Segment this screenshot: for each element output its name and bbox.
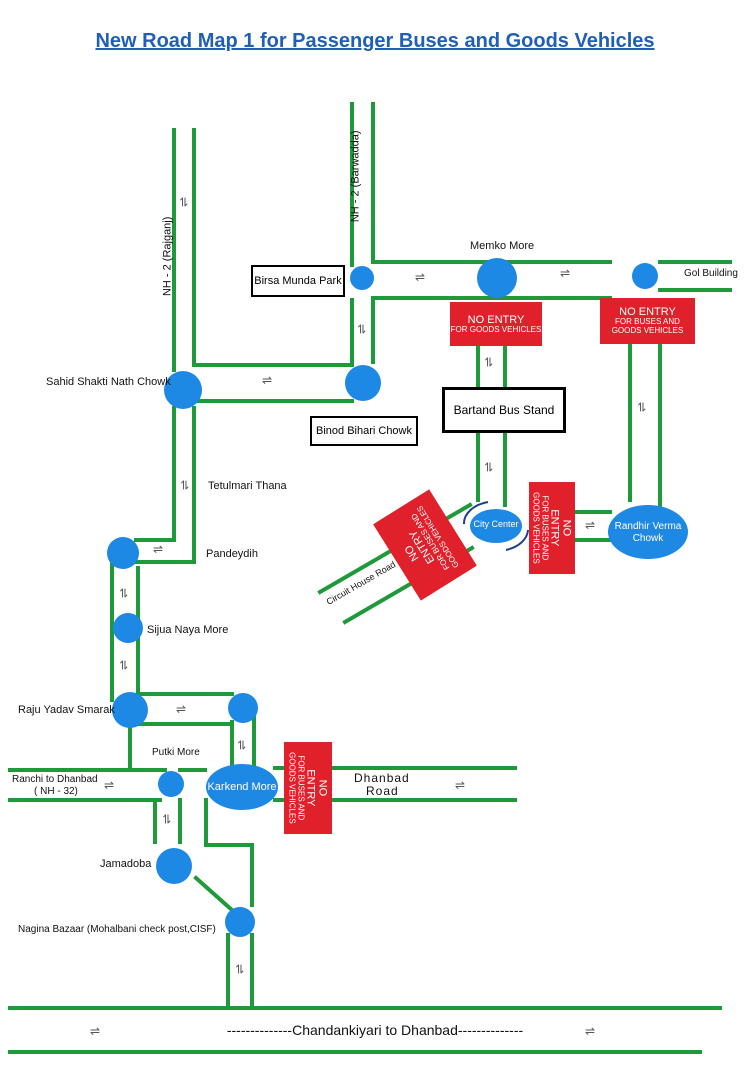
sign-karkend-no-entry: NO ENTRY FOR BUSES AND GOODS VEHICLES xyxy=(284,742,332,834)
label-chandankiyari-dhanbad: --------------Chandankiyari to Dhanbad--… xyxy=(226,1022,524,1038)
label-ranchi: Ranchi to Dhanbad xyxy=(12,774,98,785)
node-right xyxy=(228,693,258,723)
two-way-arrow-icon: ⇌ xyxy=(117,659,132,671)
two-way-arrow-icon: ⇌ xyxy=(235,739,250,751)
two-way-arrow-icon: ⇌ xyxy=(482,356,497,368)
label-dhanbad-2: Road xyxy=(366,784,399,798)
box-birsa-munda-park: Birsa Munda Park xyxy=(251,265,345,297)
two-way-arrow-icon: ⇌ xyxy=(355,323,370,335)
two-way-arrow-icon: ⇌ xyxy=(117,587,132,599)
two-way-arrow-icon: ⇌ xyxy=(585,518,596,532)
map-title: New Road Map 1 for Passenger Buses and G… xyxy=(95,30,655,52)
sign-city-center-no-entry: NO ENTRY FOR BUSES AND GOODS VEHICLES xyxy=(529,482,575,574)
node-city-center xyxy=(470,509,522,543)
nh2-rajganj-label: NH - 2 (Rajganj) xyxy=(161,216,174,297)
label-city-center: City Center xyxy=(473,519,519,529)
sign-memko-no-entry: NO ENTRY FOR GOODS VEHICLES xyxy=(450,302,542,346)
two-way-arrow-icon: ⇌ xyxy=(90,1024,101,1038)
node-birsa xyxy=(350,266,374,290)
two-way-arrow-icon: ⇌ xyxy=(176,702,187,716)
box-binod-bihari-chowk: Binod Bihari Chowk xyxy=(310,416,418,446)
label-pandeydih: Pandeydih xyxy=(206,548,258,560)
label-sahid: Sahid Shakti Nath Chowk xyxy=(46,376,171,388)
two-way-arrow-icon: ⇌ xyxy=(415,270,426,284)
node-memko xyxy=(477,258,517,298)
label-randhir-2: Chowk xyxy=(632,533,664,544)
two-way-arrow-icon: ⇌ xyxy=(482,461,497,473)
label-gol: Gol Building xyxy=(684,268,738,279)
node-sijua xyxy=(113,613,143,643)
box-bartand-bus-stand: Bartand Bus Stand xyxy=(442,387,566,433)
two-way-arrow-icon: ⇌ xyxy=(178,479,193,491)
node-pandeydih xyxy=(107,537,139,569)
two-way-arrow-icon: ⇌ xyxy=(585,1024,596,1038)
label-karkend: Karkend More xyxy=(207,781,277,793)
node-binod xyxy=(345,365,381,401)
label-dhanbad-1: Dhanbad xyxy=(354,771,410,785)
two-way-arrow-icon: ⇌ xyxy=(160,813,175,825)
two-way-arrow-icon: ⇌ xyxy=(153,542,164,556)
node-gol xyxy=(632,263,658,289)
sign-gol-no-entry: NO ENTRY FOR BUSES AND GOODS VEHICLES xyxy=(600,298,695,344)
two-way-arrow-icon: ⇌ xyxy=(262,373,273,387)
node-nagina xyxy=(225,907,255,937)
node-randhir xyxy=(608,505,688,559)
label-jamadoba: Jamadoba xyxy=(100,858,152,870)
node-sahid xyxy=(164,371,202,409)
two-way-arrow-icon: ⇌ xyxy=(635,401,650,413)
two-way-arrow-icon: ⇌ xyxy=(560,266,571,280)
node-raju xyxy=(112,692,148,728)
node-karkend xyxy=(206,764,278,810)
label-putki: Putki More xyxy=(152,747,200,758)
node-putki xyxy=(158,771,184,797)
two-way-arrow-icon: ⇌ xyxy=(177,196,192,208)
label-randhir-1: Randhir Verma xyxy=(614,521,682,532)
label-nagina: Nagina Bazaar (Mohalbani check post,CISF… xyxy=(18,924,216,935)
label-raju: Raju Yadav Smarak xyxy=(18,704,115,716)
two-way-arrow-icon: ⇌ xyxy=(233,963,248,975)
node-jamadoba xyxy=(156,848,192,884)
nh2-barwadda-label: NH - 2 (Barwadda) xyxy=(349,130,362,223)
two-way-arrow-icon: ⇌ xyxy=(455,778,466,792)
label-tetulmari: Tetulmari Thana xyxy=(208,480,287,492)
two-way-arrow-icon: ⇌ xyxy=(104,778,115,792)
label-memko: Memko More xyxy=(470,240,535,252)
label-sijua: Sijua Naya More xyxy=(147,624,229,636)
label-nh32: ( NH - 32) xyxy=(34,786,78,797)
